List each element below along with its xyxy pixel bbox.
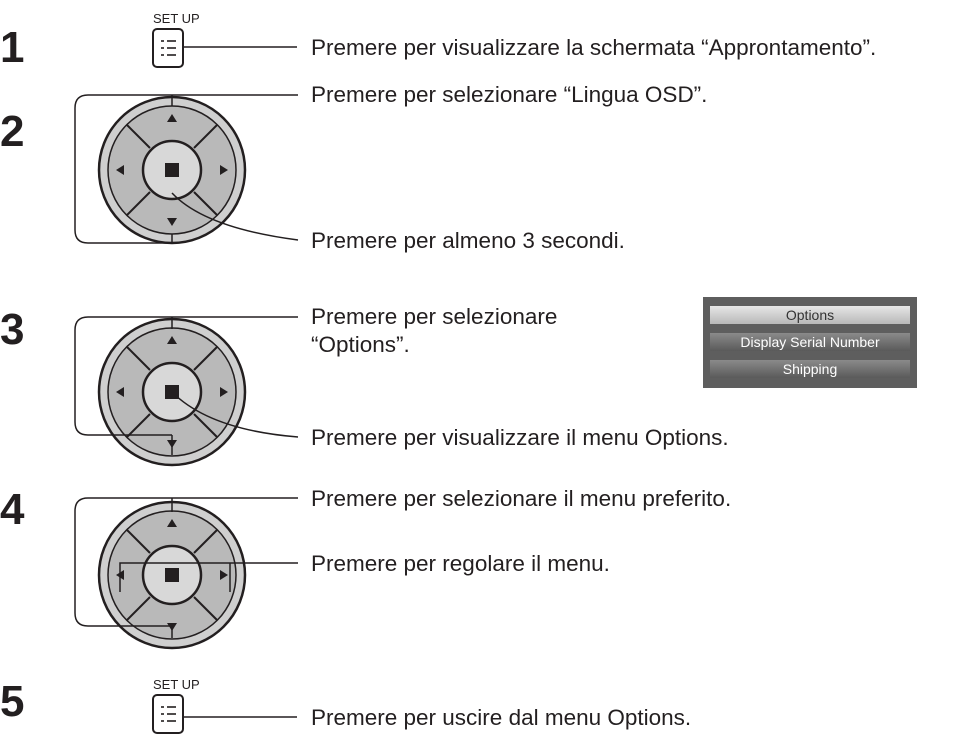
instruction-text: Premere per almeno 3 secondi. — [311, 228, 625, 253]
instruction-text: Premere per regolare il menu. — [311, 551, 610, 576]
step-number: 1 — [0, 23, 25, 72]
menu-item-shipping: Shipping — [710, 360, 910, 378]
instruction-text: Premere per visualizzare la schermata “A… — [311, 35, 877, 60]
instruction-text: Premere per selezionare — [311, 304, 558, 329]
options-menu-preview: Options Display Serial Number Shipping — [703, 297, 917, 388]
dpad-icon — [97, 95, 247, 245]
menu-item-display-serial-number: Display Serial Number — [710, 333, 910, 351]
step-number: 5 — [0, 677, 25, 726]
setup-button-icon — [152, 694, 184, 734]
instruction-text: Premere per uscire dal menu Options. — [311, 705, 692, 730]
setup-label: SET UP — [153, 677, 200, 692]
setup-label: SET UP — [153, 11, 200, 26]
menu-item-options: Options — [710, 306, 910, 324]
step-number: 4 — [0, 485, 25, 534]
setup-button-icon — [152, 28, 184, 68]
step-number: 3 — [0, 305, 25, 354]
instruction-text: Premere per visualizzare il menu Options… — [311, 425, 729, 450]
step-number: 2 — [0, 107, 25, 156]
instruction-text: Premere per selezionare “Lingua OSD”. — [311, 82, 708, 107]
instruction-text: “Options”. — [311, 332, 410, 357]
instruction-text: Premere per selezionare il menu preferit… — [311, 486, 732, 511]
